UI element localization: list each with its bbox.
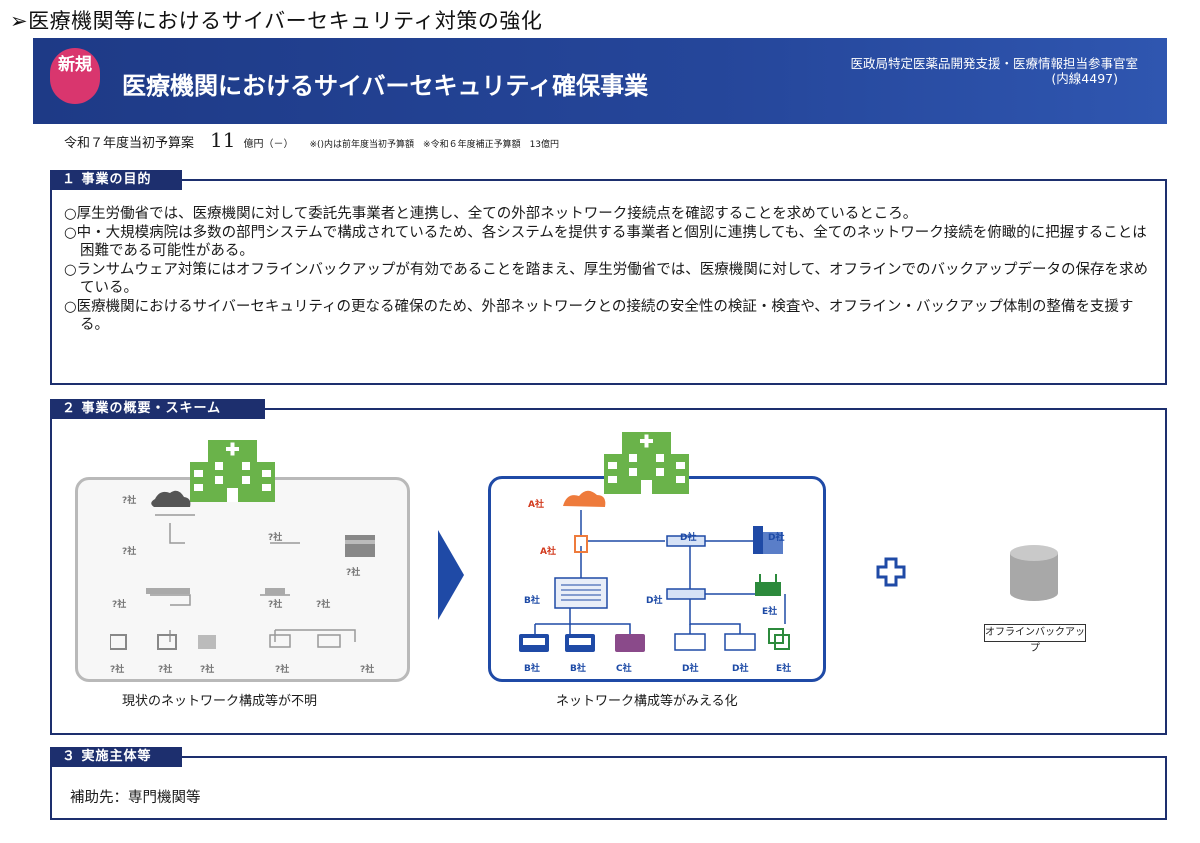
visible-network-caption: ネットワーク構成等がみえる化 [556, 694, 738, 709]
vendor-label: A社 [540, 547, 556, 557]
unknown-label: ?社 [158, 665, 173, 675]
vendor-label: C社 [616, 664, 632, 674]
purpose-item: ○厚生労働省では、医療機関に対して委託先事業者と連携し、全ての外部ネットワーク接… [64, 206, 918, 222]
section2-box [50, 409, 1167, 735]
recipient-text: 補助先：専門機関等 [70, 790, 201, 806]
section2-label: ２ 事業の概要・スキーム [50, 399, 265, 419]
budget-unit: 億円（－） [243, 139, 294, 150]
purpose-item: ○医療機関におけるサイバーセキュリティの更なる確保のため、外部ネットワークとの接… [64, 298, 1134, 334]
plus-icon [876, 557, 906, 587]
unknown-label: ?社 [122, 547, 137, 557]
purpose-list: ○厚生労働省では、医療機関に対して委託先事業者と連携し、全ての外部ネットワーク接… [64, 205, 1149, 335]
section3-label: ３ 実施主体等 [50, 747, 182, 767]
banner-title: 医療機関におけるサイバーセキュリティ確保事業 [122, 72, 649, 100]
unknown-label: ?社 [200, 665, 215, 675]
vendor-label: E社 [762, 607, 778, 617]
vendor-label: B社 [570, 664, 586, 674]
current-network-panel [75, 477, 410, 682]
database-icon [1010, 545, 1058, 601]
section1-rule [182, 179, 1167, 181]
page-heading: ➢医療機関等におけるサイバーセキュリティ対策の強化 [10, 9, 543, 33]
unknown-label: ?社 [268, 600, 283, 610]
vendor-label: A社 [528, 500, 544, 510]
banner-extension: (内線4497) [1051, 71, 1118, 86]
section3-box [50, 757, 1167, 820]
unknown-label: ?社 [112, 600, 127, 610]
unknown-label: ?社 [346, 568, 361, 578]
unknown-label: ?社 [268, 533, 283, 543]
vendor-label: B社 [524, 596, 540, 606]
unknown-network-diagram [110, 490, 375, 650]
budget-label: 令和７年度当初予算案 [64, 136, 195, 151]
visible-network-diagram [519, 490, 790, 652]
arrow-right-icon [438, 530, 464, 620]
vendor-label: D社 [682, 664, 699, 674]
title-banner [33, 38, 1167, 124]
section3-rule [182, 756, 1167, 758]
current-network-caption: 現状のネットワーク構成等が不明 [122, 694, 318, 709]
section1-box [50, 180, 1167, 385]
banner-department: 医政局特定医薬品開発支援・医療情報担当参事官室 [850, 56, 1138, 71]
unknown-label: ?社 [110, 665, 125, 675]
new-badge: 新規 [50, 48, 100, 104]
hospital-icon [604, 432, 689, 494]
unknown-label: ?社 [275, 665, 290, 675]
section1-label: １ 事業の目的 [50, 170, 182, 190]
unknown-label: ?社 [316, 600, 331, 610]
budget-note: ※()内は前年度当初予算額 ※令和６年度補正予算額 13億円 [309, 140, 560, 150]
budget-line: 令和７年度当初予算案 11 億円（－） ※()内は前年度当初予算額 ※令和６年度… [64, 128, 559, 152]
unknown-label: ?社 [360, 665, 375, 675]
vendor-label: B社 [524, 664, 540, 674]
unknown-label: ?社 [122, 496, 137, 506]
purpose-item: ○ランサムウェア対策にはオフラインバックアップが有効であることを踏まえ、厚生労働… [64, 261, 1149, 297]
vendor-label: E社 [776, 664, 792, 674]
vendor-label: D社 [732, 664, 749, 674]
offline-backup-label: オフラインバックアップ [984, 624, 1086, 654]
hospital-icon [190, 440, 275, 502]
budget-amount: 11 [210, 128, 236, 152]
vendor-label: D社 [768, 533, 785, 543]
vendor-label: D社 [680, 533, 697, 543]
vendor-label: D社 [646, 596, 663, 606]
purpose-item: ○中・大規模病院は多数の部門システムで構成されているため、各システムを提供する事… [64, 224, 1147, 260]
section2-rule [265, 408, 1167, 410]
